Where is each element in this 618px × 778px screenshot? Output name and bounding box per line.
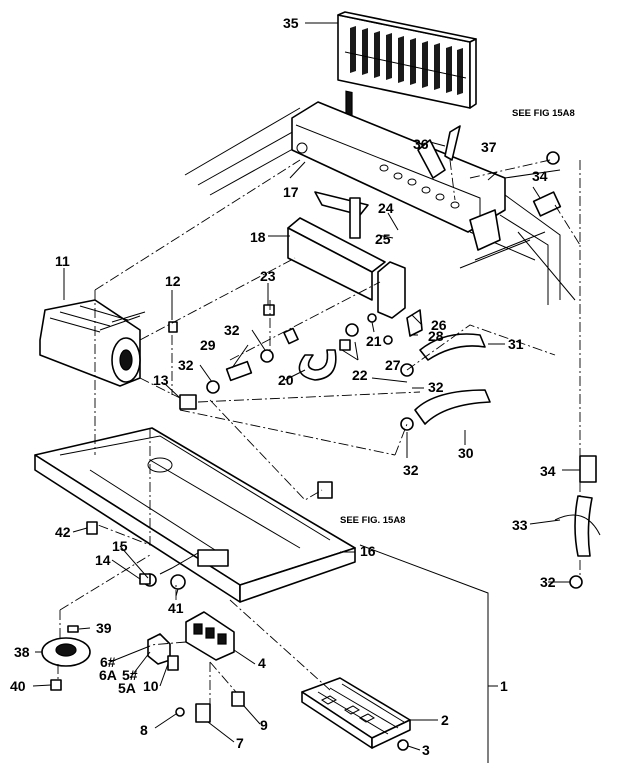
part-14-fastener xyxy=(139,573,151,585)
part-13-valve xyxy=(179,394,197,410)
part-16-housing-tray xyxy=(34,427,356,603)
part-8-screw xyxy=(175,707,185,717)
callout-27: 27 xyxy=(385,357,401,373)
part-31-hose xyxy=(419,333,486,361)
callout-16: 16 xyxy=(360,543,376,559)
reference-notes: SEE FIG 15A8 SEE FIG. 15A8 xyxy=(340,108,575,526)
callout-30: 30 xyxy=(458,445,474,461)
part-35-filter-panel xyxy=(337,11,477,140)
callout-6: 6# xyxy=(100,654,116,670)
callout-32-c: 32 xyxy=(428,379,444,395)
part-16-fitting xyxy=(317,481,333,499)
part-40-cap xyxy=(50,679,62,691)
see-fig-top-right: SEE FIG 15A8 xyxy=(512,108,575,119)
callout-14: 14 xyxy=(95,552,111,568)
part-29-tube xyxy=(225,360,253,382)
callout-18: 18 xyxy=(250,229,266,245)
part-34-fitting xyxy=(579,455,597,483)
callout-28: 28 xyxy=(428,328,444,344)
callout-10: 10 xyxy=(143,678,159,694)
callout-25: 25 xyxy=(375,231,391,247)
part-9-connector xyxy=(231,691,245,707)
callout-34-top: 34 xyxy=(532,168,548,184)
callout-9: 9 xyxy=(260,717,268,733)
callout-5a: 5A xyxy=(118,680,136,696)
control-components xyxy=(147,611,245,723)
part-32-clamp-right xyxy=(569,575,583,589)
part-39-pin xyxy=(67,625,79,633)
see-fig-middle-right: SEE FIG. 15A8 xyxy=(340,515,405,526)
part-23-fitting xyxy=(263,304,275,316)
part-37-fitting xyxy=(546,151,560,165)
callout-5: 5# xyxy=(122,667,138,683)
callout-29: 29 xyxy=(200,337,216,353)
callout-24: 24 xyxy=(378,200,394,216)
callout-13: 13 xyxy=(153,372,169,388)
part-5-switch xyxy=(147,633,171,665)
part-7-relay xyxy=(195,703,211,723)
part-41-knob xyxy=(170,574,186,590)
callout-21: 21 xyxy=(366,333,382,349)
part-33-hose xyxy=(574,495,593,557)
callout-39: 39 xyxy=(96,620,112,636)
callout-labels: 35 36 37 34 17 24 25 18 11 12 23 26 28 2… xyxy=(10,15,556,758)
part-3-screw xyxy=(397,739,409,751)
callout-7: 7 xyxy=(236,735,244,751)
callout-3: 3 xyxy=(422,742,430,758)
callout-17: 17 xyxy=(283,184,299,200)
upper-frame xyxy=(184,101,576,305)
part-42-screw xyxy=(86,521,98,535)
callout-34-right: 34 xyxy=(540,463,556,479)
callout-33: 33 xyxy=(512,517,528,533)
part-20-hose xyxy=(298,349,337,381)
callout-31: 31 xyxy=(508,336,524,352)
part-26-bracket xyxy=(377,261,423,337)
right-hose-detail xyxy=(444,125,601,589)
callout-35: 35 xyxy=(283,15,299,31)
part-18-duct xyxy=(287,191,386,301)
callout-20: 20 xyxy=(278,372,294,388)
callout-42: 42 xyxy=(55,524,71,540)
callout-38: 38 xyxy=(14,644,30,660)
callout-1: 1 xyxy=(500,678,508,694)
callout-36: 36 xyxy=(413,136,429,152)
callout-15: 15 xyxy=(112,538,128,554)
callout-11: 11 xyxy=(55,253,70,269)
part-12-screw xyxy=(168,321,178,333)
callout-23: 23 xyxy=(260,268,276,284)
callout-32-e: 32 xyxy=(540,574,556,590)
part-30-hose xyxy=(414,389,491,425)
callout-32-b: 32 xyxy=(178,357,194,373)
leader-lines xyxy=(32,22,580,763)
part-10-knob xyxy=(167,655,179,671)
callout-32-a: 32 xyxy=(224,322,240,338)
hose-assemblies xyxy=(168,304,491,431)
part-36-lever xyxy=(444,125,461,161)
callout-8: 8 xyxy=(140,722,148,738)
callout-22: 22 xyxy=(352,367,368,383)
callout-41: 41 xyxy=(168,600,184,616)
callout-26: 26 xyxy=(431,317,447,333)
callout-2: 2 xyxy=(441,712,449,728)
callout-4: 4 xyxy=(258,655,266,671)
part-32-clamp xyxy=(260,349,274,363)
callout-32-d: 32 xyxy=(403,462,419,478)
callout-6a: 6A xyxy=(99,667,117,683)
callout-37: 37 xyxy=(481,139,497,155)
part-2-control-board xyxy=(301,677,411,751)
callout-40: 40 xyxy=(10,678,26,694)
callout-12: 12 xyxy=(165,273,181,289)
dashed-relationship-lines xyxy=(57,159,581,744)
part-11-blower-motor xyxy=(39,299,146,387)
part-34-fitting-top xyxy=(532,191,562,217)
